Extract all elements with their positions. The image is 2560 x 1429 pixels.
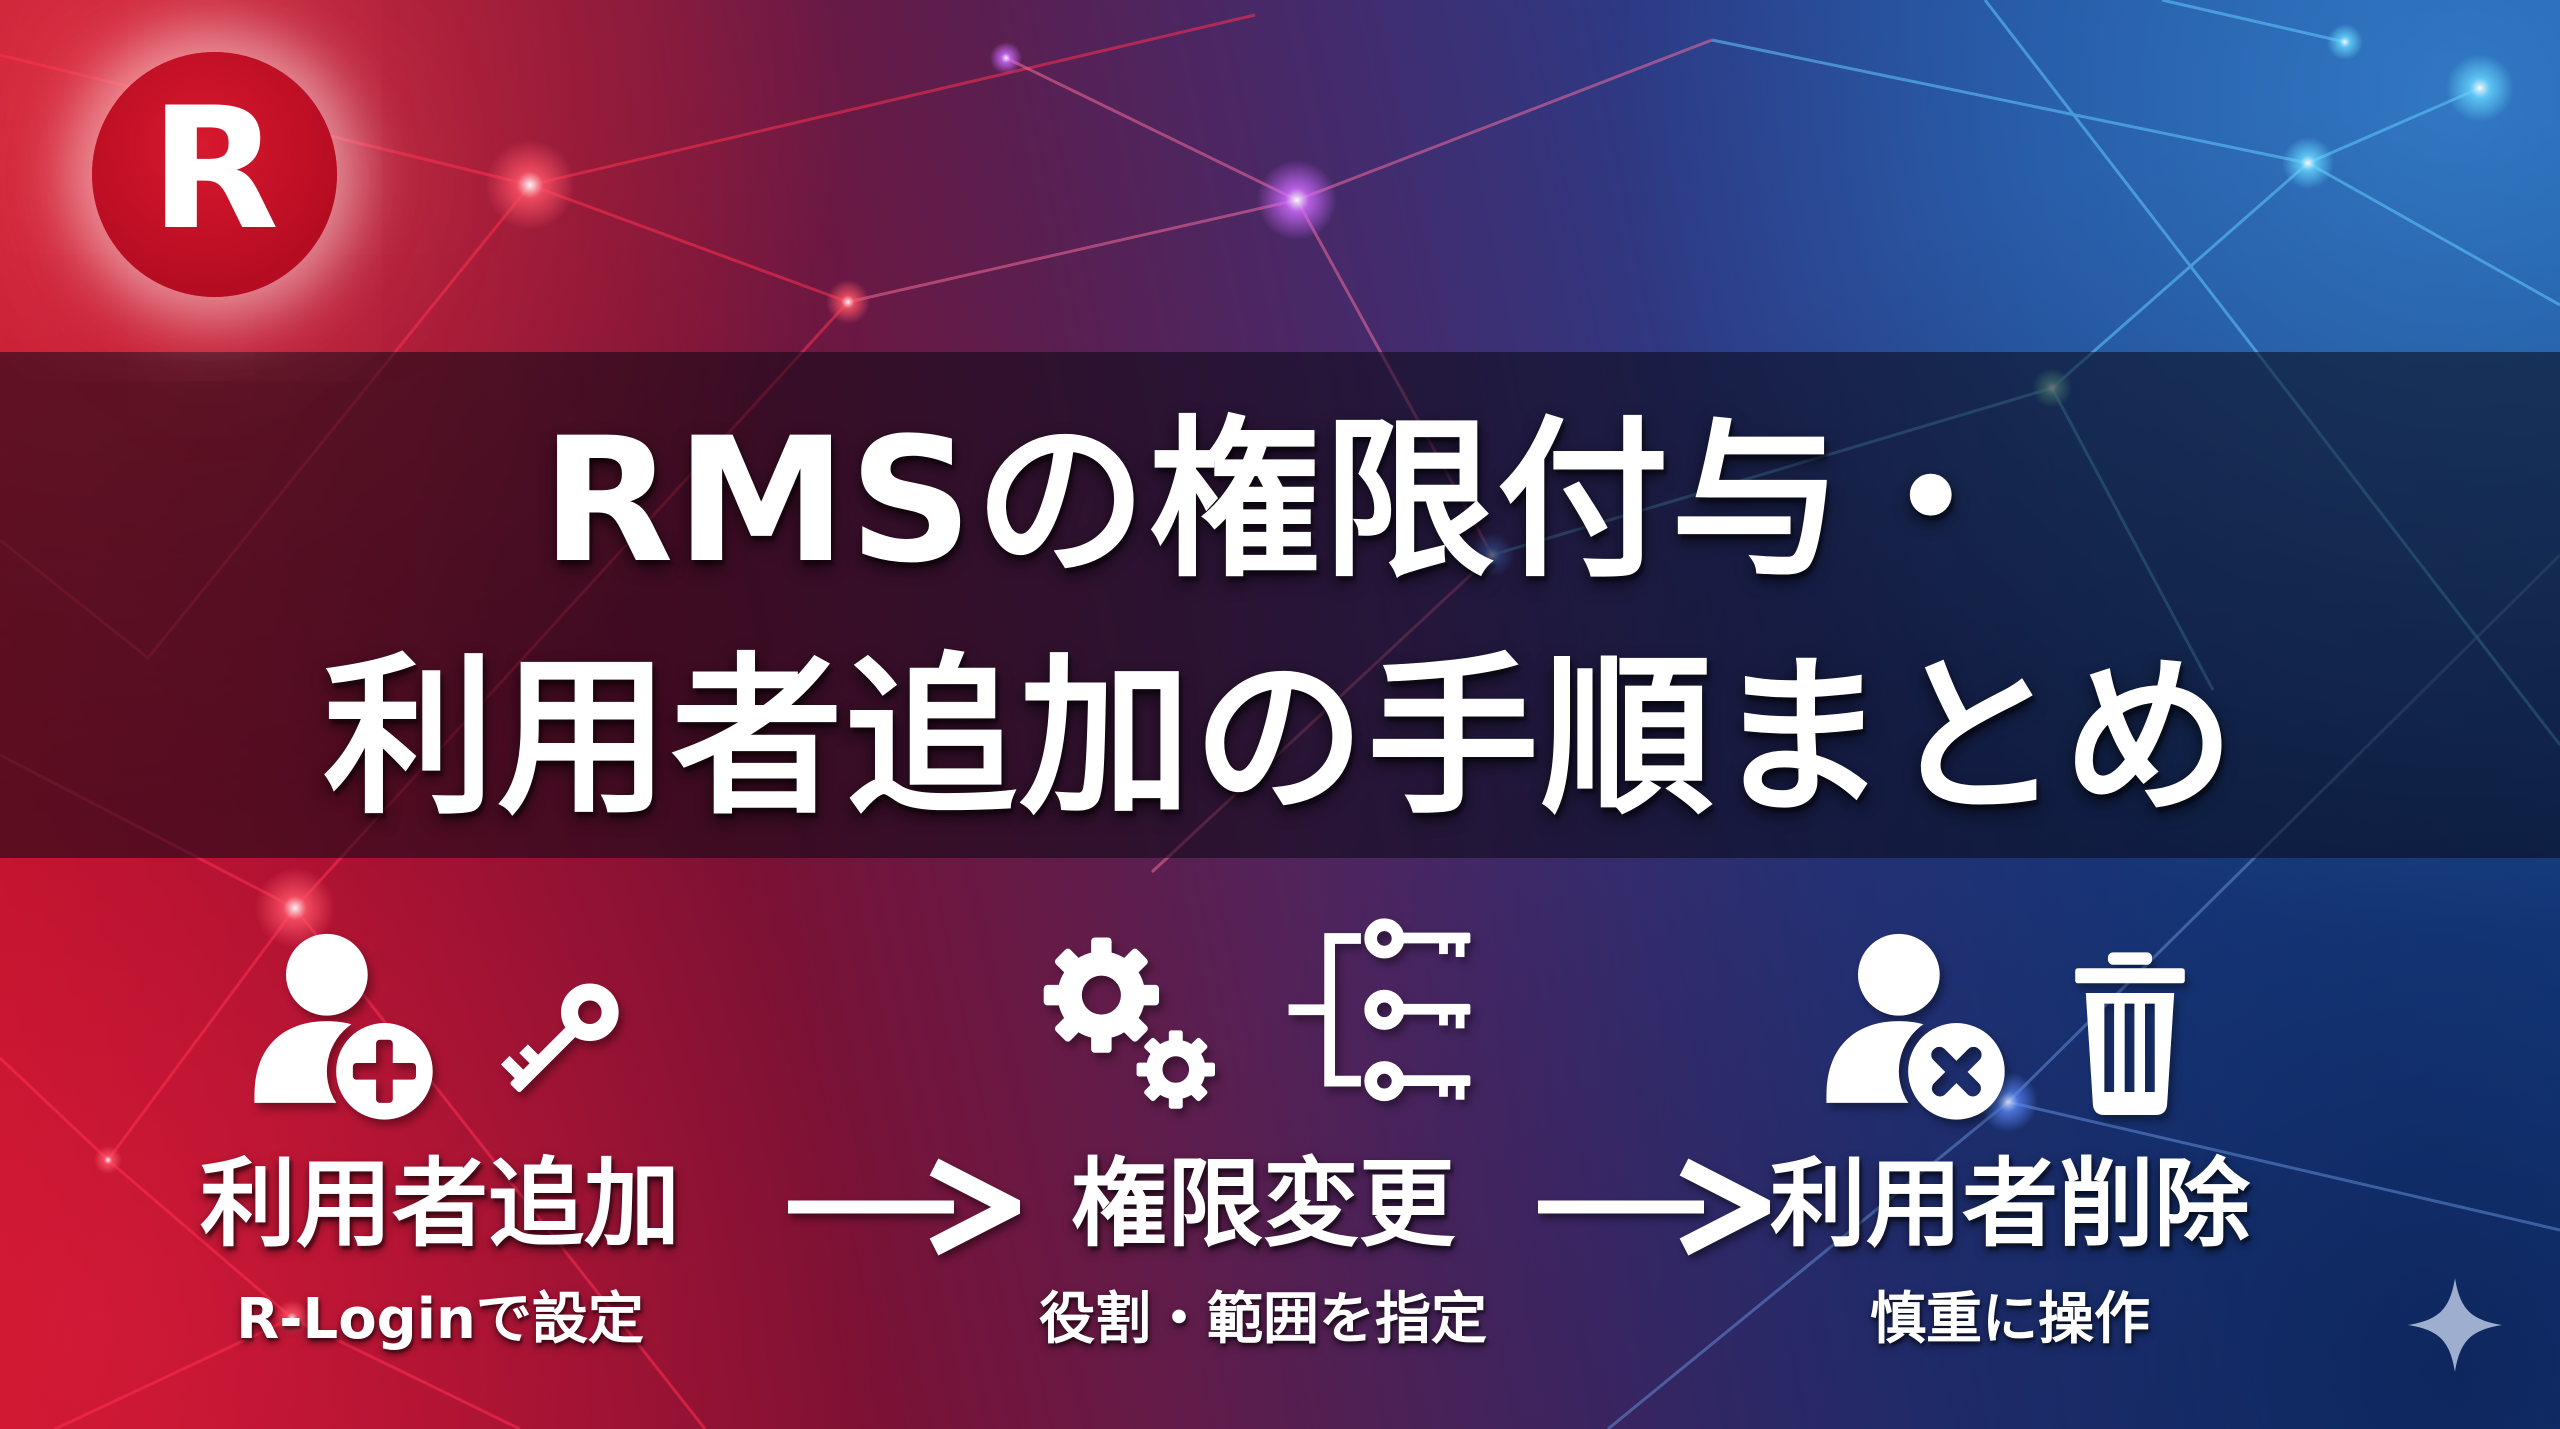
step-label: 利用者削除	[1770, 1148, 2250, 1260]
step-change-permission-icons	[1040, 915, 1486, 1130]
brand-logo: R	[92, 52, 337, 297]
step-label: 権限変更	[1071, 1148, 1455, 1260]
arrow-right-icon	[1538, 1158, 1770, 1256]
user-add-icon	[254, 933, 433, 1120]
step-add-user-icons	[247, 915, 633, 1130]
step-delete-user: 利用者削除 慎重に操作	[1710, 915, 2310, 1355]
trash-icon	[2075, 952, 2185, 1115]
step-change-permission: 権限変更 役割・範囲を指定	[963, 915, 1563, 1355]
title-band: RMSの権限付与・ 利用者追加の手順まとめ	[0, 352, 2560, 858]
step-sublabel: 役割・範囲を指定	[1039, 1286, 1487, 1352]
user-remove-icon	[1826, 933, 2005, 1120]
step-sublabel: R-Loginで設定	[236, 1286, 644, 1352]
step-sublabel: 慎重に操作	[1870, 1286, 2150, 1352]
title-line-2: 利用者追加の手順まとめ	[323, 637, 2237, 838]
brand-logo-letter: R	[149, 70, 280, 267]
key-icon	[500, 983, 619, 1093]
arrow-right-icon	[788, 1158, 1020, 1256]
step-label: 利用者追加	[200, 1148, 680, 1260]
glow-nodes	[94, 24, 2514, 1336]
key-hierarchy-icon	[1288, 918, 1471, 1102]
step-delete-user-icons	[1819, 915, 2201, 1130]
gears-icon	[1040, 930, 1226, 1130]
page-title: RMSの権限付与・ 利用者追加の手順まとめ	[323, 382, 2237, 857]
title-line-1: RMSの権限付与・	[541, 399, 2019, 601]
step-add-user: 利用者追加 R-Loginで設定	[140, 915, 740, 1355]
sparkle-icon	[2408, 1278, 2502, 1372]
